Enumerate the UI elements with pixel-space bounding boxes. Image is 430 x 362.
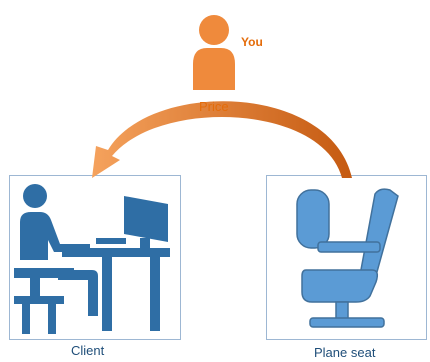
price-label: Price bbox=[199, 99, 229, 114]
you-label: You bbox=[241, 35, 263, 49]
plane-seat-label: Plane seat bbox=[314, 345, 376, 360]
person-icon bbox=[193, 15, 235, 90]
airplane-seat-icon bbox=[296, 188, 399, 328]
curved-arrow-icon bbox=[92, 101, 352, 178]
person-at-computer-icon bbox=[14, 184, 170, 334]
client-label: Client bbox=[71, 343, 105, 358]
